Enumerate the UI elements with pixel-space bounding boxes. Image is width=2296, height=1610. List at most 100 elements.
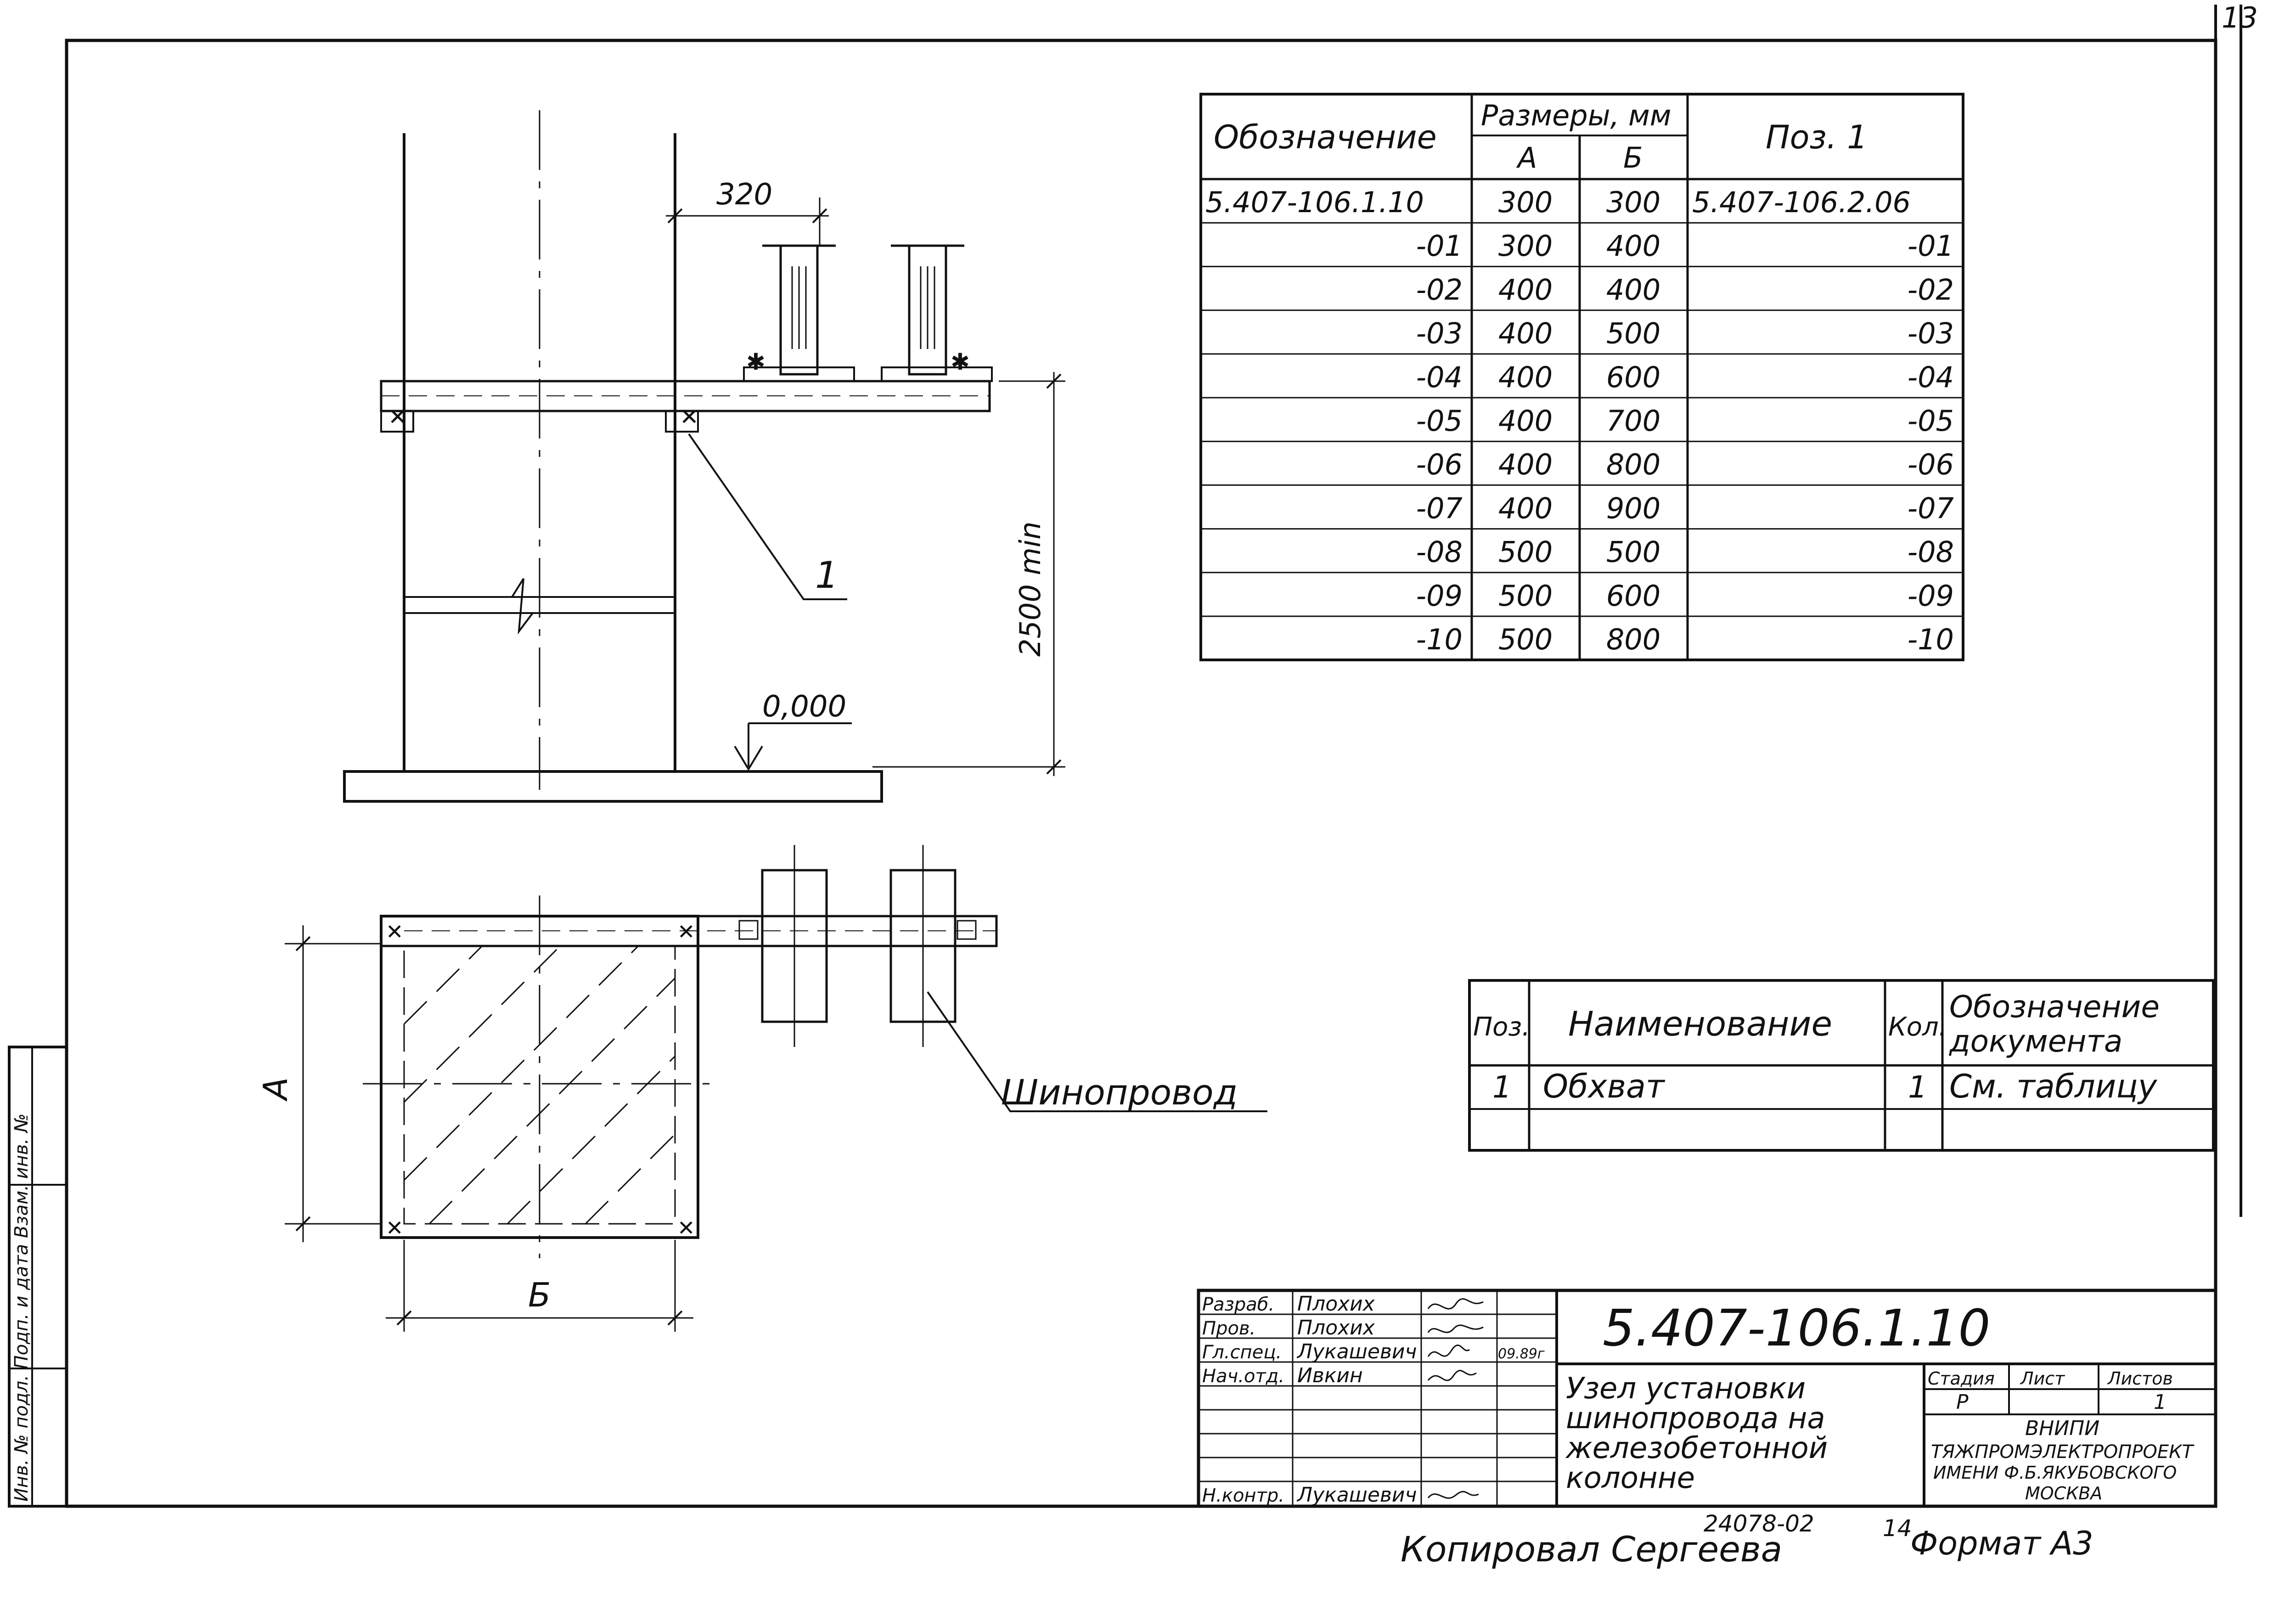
copied-by: Копировал Сергеева (1401, 1529, 1782, 1570)
side-stamp: Инв. № подл. Подп. и дата Взам. инв. № (11, 1114, 32, 1502)
busduct-label: Шинопровод (1001, 1072, 1238, 1113)
signature (1427, 1298, 1484, 1499)
document-number: 5.407-106.1.10 (1603, 1299, 1990, 1357)
name-4: Лукашевич (1296, 1483, 1417, 1507)
format-label: Формат А3 (1910, 1525, 2093, 1562)
archive-number: 24078-02 (1704, 1510, 1814, 1537)
cell-size-a: 400 (1498, 404, 1553, 438)
header-size-b: Б (1623, 141, 1643, 175)
title-line-4: колонне (1566, 1461, 1695, 1495)
plan-view: ✕ ✕ ✕ ✕ Шинопровод А Б (256, 845, 1267, 1332)
cell-size-b: 500 (1606, 317, 1660, 350)
cell-designation: -03 (1416, 317, 1463, 350)
busduct-section (761, 845, 828, 1047)
dim-b: Б (528, 1276, 551, 1314)
floor-slab (343, 770, 883, 803)
title-line-2: шинопровода на (1566, 1402, 1825, 1435)
busduct-support: ✱ (881, 244, 993, 382)
spec-row-qty: 1 (1908, 1070, 1927, 1105)
spec-header-doc2: документа (1949, 1024, 2122, 1059)
cell-designation: -07 (1416, 491, 1463, 525)
cell-size-a: 500 (1498, 623, 1553, 656)
specification-table: Поз. Наименование Кол. Обозначение докум… (1468, 979, 2215, 1152)
busduct-support: ✱ (743, 244, 855, 382)
header-size-a: А (1516, 141, 1537, 175)
cell-designation: -09 (1416, 579, 1463, 613)
cell-size-b: 400 (1606, 229, 1660, 263)
name-0: Плохих (1297, 1292, 1375, 1316)
spec-header-pos: Поз. (1473, 1012, 1530, 1042)
name-2: Лукашевич (1296, 1340, 1417, 1363)
name-3: Ивкин (1297, 1364, 1363, 1387)
role-3: Нач.отд. (1202, 1366, 1284, 1387)
org-line-4: МОСКВА (2025, 1483, 2102, 1503)
spec-header-doc1: Обозначение (1949, 989, 2160, 1025)
role-0: Разраб. (1202, 1294, 1274, 1315)
bolt-icon: ✱ (951, 349, 970, 375)
cell-size-a: 500 (1498, 535, 1553, 569)
cell-size-b: 400 (1606, 273, 1660, 306)
role-2: Гл.спец. (1202, 1342, 1282, 1363)
cell-designation: -04 (1416, 360, 1463, 394)
cell-pos1: -04 (1908, 360, 1954, 394)
cell-pos1: -06 (1908, 448, 1954, 481)
cell-size-a: 400 (1498, 491, 1553, 525)
cell-designation: -10 (1416, 623, 1463, 656)
busduct-section (889, 845, 957, 1047)
bolt-icon: ✕ (680, 404, 699, 430)
cell-designation: -05 (1416, 404, 1463, 438)
cell-designation: 5.407-106.1.10 (1205, 186, 1424, 219)
cell-size-b: 600 (1606, 360, 1660, 394)
cell-size-a: 500 (1498, 579, 1553, 613)
name-1: Плохих (1297, 1316, 1375, 1340)
header-pos1: Поз. 1 (1766, 118, 1868, 156)
org-line-2: ТЯЖПРОМЭЛЕКТРОПРОЕКТ (1931, 1441, 2195, 1463)
spec-row-pos: 1 (1492, 1070, 1512, 1105)
cell-pos1: 5.407-106.2.06 (1692, 186, 1911, 219)
header-sizes: Размеры, мм (1481, 99, 1671, 132)
cell-size-b: 900 (1606, 491, 1660, 525)
cell-size-a: 300 (1498, 229, 1553, 263)
header-designation: Обозначение (1214, 118, 1437, 156)
cell-size-b: 600 (1606, 579, 1660, 613)
cell-pos1: -08 (1908, 535, 1954, 569)
cell-designation: -02 (1416, 273, 1463, 306)
stage-header: Стадия (1928, 1368, 1995, 1389)
cell-designation: -08 (1416, 535, 1463, 569)
cell-pos1: -02 (1908, 273, 1954, 306)
cell-size-a: 300 (1498, 186, 1553, 219)
spec-row-doc: См. таблицу (1949, 1068, 2158, 1105)
sheet-header: Лист (2020, 1368, 2065, 1389)
sheet-frame: 13 Инв. № подл. Подп. и дата Взам. инв. … (8, 1, 2258, 1508)
role-4: Н.контр. (1202, 1485, 1284, 1506)
cell-pos1: -05 (1908, 404, 1954, 438)
stage-value: Р (1956, 1390, 1969, 1414)
cell-pos1: -10 (1908, 623, 1954, 656)
title-line-1: Узел установки (1566, 1372, 1806, 1406)
bolt-icon: ✕ (386, 1216, 404, 1240)
callout-position-1: 1 (815, 554, 838, 597)
cell-size-a: 400 (1498, 360, 1553, 394)
spec-header-name: Наименование (1568, 1004, 1832, 1044)
dim-arm-length: 320 (716, 178, 772, 212)
title-block: Разраб. Плохих Пров. Плохих Гл.спец. Лук… (1197, 1289, 2217, 1508)
cell-pos1: -01 (1908, 229, 1954, 263)
org-line-3: ИМЕНИ Ф.Б.ЯКУБОВСКОГО (1933, 1463, 2177, 1483)
role-1: Пров. (1202, 1318, 1255, 1339)
cell-size-a: 400 (1498, 317, 1553, 350)
level-mark: 0,000 (762, 690, 846, 724)
cell-size-b: 500 (1606, 535, 1660, 569)
org-line-1: ВНИПИ (2025, 1417, 2099, 1440)
cell-pos1: -07 (1908, 491, 1954, 525)
spec-row-name: Обхват (1543, 1068, 1666, 1105)
page-number: 13 (2222, 1, 2258, 34)
bolt-icon: ✕ (677, 1216, 695, 1240)
bolt-icon: ✕ (388, 404, 407, 430)
size-table: Обозначение Размеры, мм А Б Поз. 1 5.407… (1199, 93, 1964, 661)
bolt-icon: ✕ (386, 919, 404, 944)
cell-designation: -01 (1416, 229, 1463, 263)
cell-designation: -06 (1416, 448, 1463, 481)
elevation-view: ✕ ✕ ✱ ✱ 320 1 (343, 110, 1065, 803)
bolt-icon: ✕ (677, 919, 695, 944)
